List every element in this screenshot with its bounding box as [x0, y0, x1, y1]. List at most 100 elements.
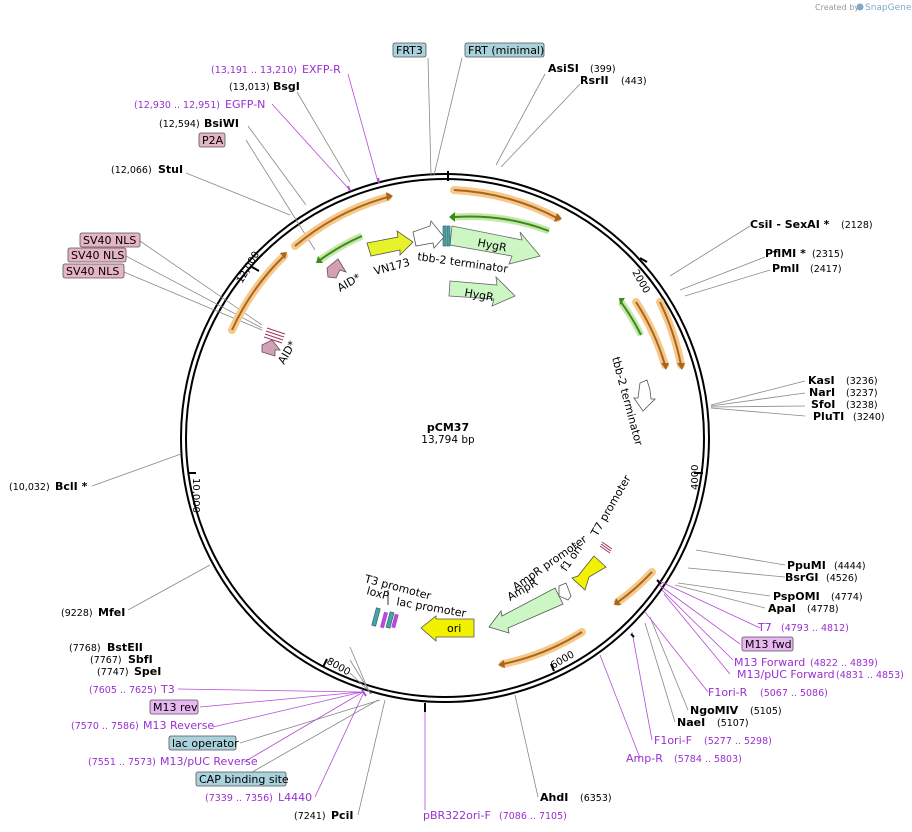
primer-f1ori-f-pos: (5277 .. 5298): [704, 736, 772, 747]
primer-m13-forward[interactable]: M13 Forward: [734, 656, 805, 669]
enzyme-bsteii[interactable]: BstEII: [107, 641, 143, 654]
enzyme-bcli-pos: (10,032): [9, 482, 50, 493]
tbb2-terminator-arrow-2: [633, 379, 656, 412]
enzyme-pspomi[interactable]: PspOMI: [773, 590, 820, 603]
enzyme-stui[interactable]: StuI: [158, 163, 183, 176]
primer-t7[interactable]: T7: [757, 621, 772, 634]
enzyme-pluti-pos: (3240): [853, 412, 885, 423]
enzyme-bcli[interactable]: BclI *: [55, 480, 88, 493]
green-arcs: [316, 212, 645, 337]
sv40-nls-label-3: SV40 NLS: [66, 265, 119, 278]
primer-f1ori-f[interactable]: F1ori-F: [654, 734, 692, 747]
sv40-nls-box-2[interactable]: SV40 NLS: [67, 247, 127, 263]
tick-label-2000: 2000: [629, 268, 651, 296]
enzyme-pflmi[interactable]: PflMI *: [765, 247, 806, 260]
aid-arrow-1: [326, 258, 347, 279]
primer-t3-pos: (7605 .. 7625): [89, 685, 157, 696]
enzyme-nari[interactable]: NarI: [809, 386, 835, 399]
enzyme-rsrii[interactable]: RsrII: [580, 74, 609, 87]
enzyme-bsrgi-pos: (4526): [826, 573, 858, 584]
p2a-box[interactable]: P2A: [198, 132, 226, 148]
primer-t3[interactable]: T3: [160, 683, 175, 696]
primer-pbr322ori-f-pos: (7086 .. 7105): [499, 811, 567, 822]
primer-m13-forward-pos: (4822 .. 4839): [810, 658, 878, 669]
enzyme-ahdi[interactable]: AhdI: [540, 791, 568, 804]
f1-ori-arrow: [571, 555, 607, 591]
enzyme-asisi[interactable]: AsiSI: [548, 62, 579, 75]
enzyme-bsrgi[interactable]: BsrGI: [785, 571, 818, 584]
primer-f1ori-r-pos: (5067 .. 5086): [760, 688, 828, 699]
primer-exfp-r[interactable]: EXFP-R: [302, 63, 341, 76]
enzyme-apai[interactable]: ApaI: [768, 602, 796, 615]
primer-egfp-n[interactable]: EGFP-N: [225, 98, 265, 111]
enzyme-csii[interactable]: CsiI - SexAI *: [750, 218, 830, 231]
snapgene-logo-icon: [856, 3, 864, 11]
enzyme-naei[interactable]: NaeI: [677, 716, 705, 729]
plasmid-name: pCM37: [427, 421, 469, 434]
enzyme-spei-pos: (7747): [97, 667, 129, 678]
enzyme-mfei[interactable]: MfeI: [98, 606, 125, 619]
primer-m13-puc-forward[interactable]: M13/pUC Forward: [737, 668, 835, 681]
loxp-label: loxP: [365, 584, 391, 602]
tick-marks: [188, 257, 703, 672]
primer-l4440[interactable]: L4440: [278, 791, 312, 804]
enzyme-kasi-pos: (3236): [846, 376, 878, 387]
enzyme-stui-pos: (12,066): [111, 165, 152, 176]
lac-operator-box[interactable]: lac operator: [168, 735, 239, 751]
primer-egfp-n-pos: (12,930 .. 12,951): [134, 100, 220, 111]
primer-amp-r[interactable]: Amp-R: [626, 752, 663, 765]
primer-m13-puc-reverse[interactable]: M13/pUC Reverse: [160, 755, 258, 768]
primer-m13-reverse-pos: (7570 .. 7586): [71, 721, 139, 732]
p2a-box-label: P2A: [202, 134, 224, 147]
enzyme-sfoi-pos: (3238): [846, 400, 878, 411]
enzyme-sbfi[interactable]: SbfI: [128, 653, 153, 666]
enzyme-kasi[interactable]: KasI: [808, 374, 835, 387]
credit-brand: SnapGene: [865, 3, 912, 13]
credit-text: Created by: [815, 3, 859, 12]
sv40-nls-marks: [263, 327, 286, 344]
backbone-outer-strand: [180, 173, 710, 703]
tbb2-terminator-label-1: tbb-2 terminator: [417, 250, 510, 276]
enzyme-pcii[interactable]: PciI: [331, 809, 353, 822]
enzyme-sbfi-pos: (7767): [90, 655, 122, 666]
enzyme-bsiwi-pos: (12,594): [159, 119, 200, 130]
enzyme-sfoi[interactable]: SfoI: [811, 398, 835, 411]
backbone-inner-strand: [185, 178, 705, 698]
t3-lox-lac-cluster: [371, 607, 399, 629]
cap-binding-site-box-label: CAP binding site: [199, 773, 289, 786]
sv40-nls-label-1: SV40 NLS: [83, 234, 136, 247]
primer-f1ori-r[interactable]: F1ori-R: [708, 686, 748, 699]
enzyme-pmli[interactable]: PmlI: [772, 262, 799, 275]
enzyme-asisi-pos: (399): [590, 64, 616, 75]
hygr-label-2: HygR: [463, 286, 495, 304]
enzyme-pflmi-pos: (2315): [812, 249, 844, 260]
primer-pbr322ori-f[interactable]: pBR322ori-F: [423, 809, 491, 822]
t7-promoter-label: T7 promoter: [588, 472, 634, 539]
enzyme-bsteii-pos: (7768): [69, 643, 101, 654]
primer-m13-puc-reverse-pos: (7551 .. 7573): [88, 757, 156, 768]
enzyme-bsiwi[interactable]: BsiWI: [204, 117, 239, 130]
cap-binding-site-box[interactable]: CAP binding site: [195, 771, 289, 787]
enzyme-ngomiv[interactable]: NgoMIV: [690, 704, 739, 717]
primer-m13-reverse[interactable]: M13 Reverse: [143, 719, 214, 732]
sv40-nls-box-1[interactable]: SV40 NLS: [79, 232, 141, 248]
ori-label: ori: [447, 622, 461, 635]
t7-promoter-marks: [599, 541, 613, 554]
enzyme-ppumi-pos: (4444): [834, 561, 866, 572]
enzyme-pluti[interactable]: PluTI: [813, 410, 844, 423]
frt3-box-label: FRT3: [396, 44, 423, 57]
enzyme-bsgi[interactable]: BsgI: [273, 80, 300, 93]
sv40-nls-box-3[interactable]: SV40 NLS: [62, 263, 125, 279]
enzyme-spei[interactable]: SpeI: [134, 665, 161, 678]
m13-rev-box[interactable]: M13 rev: [149, 699, 199, 715]
hygr-label-1: HygR: [476, 236, 508, 254]
ampr-arrow: [488, 587, 564, 634]
enzyme-rsrii-pos: (443): [621, 76, 647, 87]
frt-minimal-box[interactable]: FRT (minimal): [464, 42, 545, 58]
site-markers: [424, 171, 662, 712]
m13-fwd-box[interactable]: M13 fwd: [741, 636, 794, 652]
frt3-box[interactable]: FRT3: [392, 42, 427, 58]
enzyme-ppumi[interactable]: PpuMI: [787, 559, 826, 572]
